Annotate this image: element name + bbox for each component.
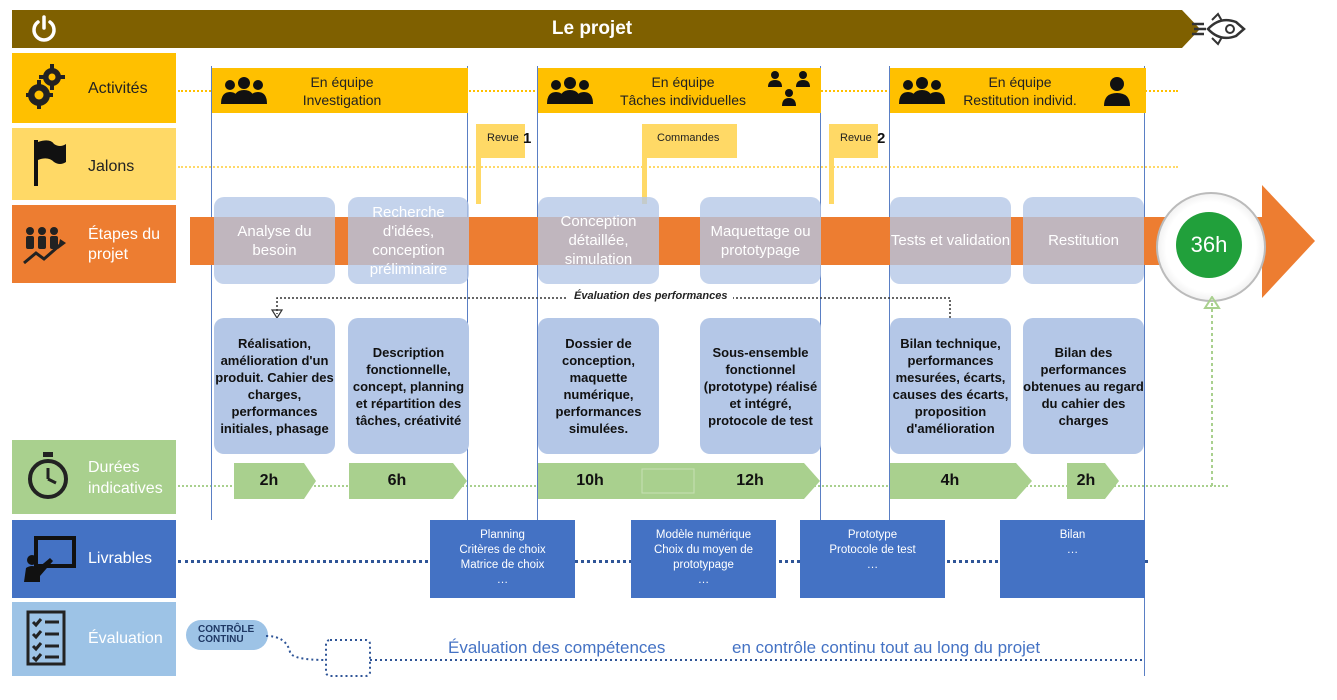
duration-arrow	[1067, 463, 1119, 499]
presentation-icon	[24, 536, 76, 582]
milestone-commandes	[642, 124, 737, 204]
row-evaluation: Évaluation	[12, 602, 176, 676]
row-jalons: Jalons	[12, 128, 176, 200]
activity-restitution: En équipe Restitution individ.	[890, 68, 1146, 113]
evaluation-text-2: en contrôle continu tout au long du proj…	[732, 638, 1041, 657]
separator	[537, 66, 538, 520]
header-arrow	[1170, 10, 1200, 48]
deliverable-desc: Bilan technique, performances mesurées, …	[890, 318, 1011, 454]
milestone-revue-1	[476, 124, 525, 204]
team-icon	[547, 77, 593, 104]
row-livrables: Livrables	[12, 520, 176, 598]
step-box: Analyse du besoin	[214, 197, 335, 284]
flag-icon	[34, 140, 66, 186]
deliverable-desc: Dossier de conception, maquette numériqu…	[538, 318, 659, 454]
livrable-box: Bilan …	[1000, 520, 1145, 598]
team-icon	[899, 77, 945, 104]
livrable-line: …	[1066, 544, 1079, 556]
step-box: Conception détaillée, simulation	[538, 197, 659, 284]
activity-label: En équipe Restitution individ.	[963, 74, 1077, 108]
livrable-box: Modèle numérique Choix du moyen de proto…	[631, 520, 776, 598]
separator	[467, 66, 468, 520]
livrable-line: …	[697, 574, 710, 586]
livrable-box: Prototype Protocole de test …	[800, 520, 945, 598]
livrable-line: …	[866, 559, 879, 571]
separator	[820, 66, 821, 520]
duration-arrow	[349, 463, 467, 499]
duration-arrow	[538, 463, 820, 499]
person-icon	[1104, 77, 1130, 106]
livrable-line: Matrice de choix	[460, 559, 545, 571]
total-duration: 36h	[1176, 212, 1242, 278]
livrable-line: Modèle numérique	[655, 529, 752, 541]
step-box: Maquettage ou prototypage	[700, 197, 821, 284]
duration-value: 4h	[940, 472, 960, 489]
activity-label: En équipe Investigation	[302, 74, 382, 108]
milestone-label: Revue	[487, 132, 519, 144]
row-label-durees: Durées indicatives	[88, 459, 163, 497]
deliverable-desc: Réalisation, amélioration d'un produit. …	[214, 318, 335, 454]
deliverable-desc: Bilan des performances obtenues au regar…	[1023, 318, 1144, 454]
header-bar: Le projet	[12, 10, 1182, 48]
duration-arrow	[234, 463, 316, 499]
step-box: Restitution	[1023, 197, 1144, 284]
individuals-icon	[768, 71, 810, 106]
evaluation-text-1: Évaluation des compétences	[448, 638, 666, 657]
stopwatch-icon	[28, 452, 68, 499]
gears-icon	[26, 64, 65, 109]
duration-value: 10h	[576, 472, 604, 489]
livrable-line: prototypage	[673, 559, 734, 571]
activity-label: En équipe Tâches individuelles	[619, 74, 747, 108]
evaluation-performances-label: Évaluation des performances	[568, 290, 734, 302]
milestone-label: Revue	[840, 132, 872, 144]
separator	[211, 66, 212, 520]
team-growth-icon	[23, 227, 66, 265]
step-box: Tests et validation	[890, 197, 1011, 284]
row-label-etapes: Étapes du projet	[88, 226, 161, 263]
duration-value: 6h	[387, 472, 407, 489]
duration-value: 2h	[1076, 472, 1096, 489]
separator	[889, 66, 890, 520]
rocket-icon	[1192, 12, 1246, 46]
livrable-line: Planning	[480, 529, 525, 541]
row-durees: Durées indicatives	[12, 440, 176, 514]
duration-value: 12h	[736, 472, 764, 489]
team-icon	[221, 77, 267, 104]
activity-investigation: En équipe Investigation	[212, 68, 468, 113]
milestone-label: Commandes	[657, 132, 720, 144]
evaluation-connector	[266, 635, 1144, 677]
milestone-num: 2	[877, 130, 886, 147]
row-etapes: Étapes du projet	[12, 205, 176, 283]
deliverable-desc: Description fonctionnelle, concept, plan…	[348, 318, 469, 454]
controle-continu-badge: CONTRÔLE CONTINU	[186, 620, 268, 650]
page-title: Le projet	[551, 18, 633, 39]
row-activites: Activités	[12, 53, 176, 123]
livrable-line: …	[496, 574, 509, 586]
row-label-jalons: Jalons	[88, 158, 135, 175]
livrable-line: Bilan	[1059, 529, 1086, 541]
livrable-box: Planning Critères de choix Matrice de ch…	[430, 520, 575, 598]
row-label-activites: Activités	[88, 80, 148, 97]
duration-arrow	[890, 463, 1032, 499]
row-label-livrables: Livrables	[88, 550, 153, 567]
row-label-evaluation: Évaluation	[88, 630, 163, 647]
activity-taches: En équipe Tâches individuelles	[538, 68, 821, 113]
milestone-revue-2	[829, 124, 878, 204]
livrable-line: Prototype	[847, 529, 898, 541]
power-icon[interactable]	[28, 14, 60, 44]
checklist-icon	[26, 610, 66, 666]
deliverable-desc: Sous-ensemble fonctionnel (prototype) ré…	[700, 318, 821, 454]
duration-value: 2h	[259, 472, 279, 489]
livrable-line: Critères de choix	[459, 544, 546, 556]
livrable-line: Choix du moyen de	[653, 544, 754, 556]
milestone-num: 1	[523, 130, 532, 147]
total-up-arrow	[1203, 296, 1221, 486]
livrable-line: Protocole de test	[829, 544, 916, 556]
separator	[1144, 66, 1145, 676]
jalons-guide	[178, 166, 1178, 168]
step-box: Recherche d'idées, conception préliminai…	[348, 197, 469, 284]
